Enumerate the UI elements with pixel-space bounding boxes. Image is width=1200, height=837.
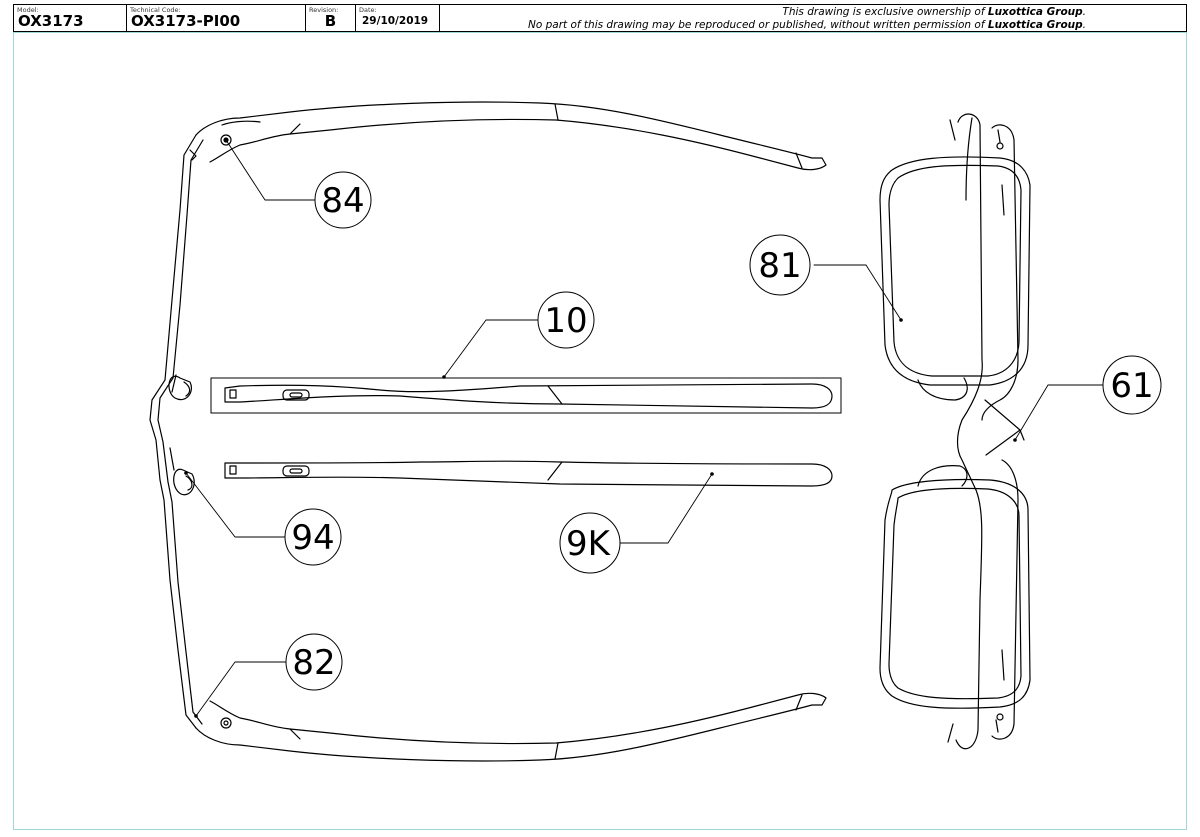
model-label: Model: [17, 6, 39, 14]
part-10-temple-box [210, 377, 842, 414]
callout-94-label: 94 [291, 518, 334, 558]
date-value: 29/10/2019 [362, 15, 429, 27]
callout-10: 10 [537, 291, 595, 349]
part-9k-temple [224, 460, 833, 487]
technical-code-value: OX3173-PI00 [131, 12, 241, 30]
lower-temple [195, 692, 827, 762]
callout-61-label: 61 [1110, 366, 1153, 406]
revision-cell: Revision: B [306, 5, 356, 31]
callout-81-label: 81 [758, 246, 801, 286]
date-cell: Date: 29/10/2019 [356, 5, 440, 31]
front-frame-view [149, 134, 204, 729]
callout-81: 81 [749, 234, 811, 296]
callout-82-label: 82 [292, 643, 335, 683]
ownership-notice-line-2: No part of this drawing may be reproduce… [527, 19, 1086, 31]
ownership-notice: This drawing is exclusive ownership of L… [440, 5, 1186, 31]
callout-94: 94 [284, 508, 342, 566]
technical-code-cell: Technical Code: OX3173-PI00 [127, 5, 306, 31]
upper-temple [189, 101, 827, 171]
callout-82: 82 [285, 633, 343, 691]
side-frame-view [879, 113, 1031, 750]
revision-value: B [324, 12, 337, 30]
callout-84-label: 84 [321, 181, 364, 221]
ownership-notice-line-1: This drawing is exclusive ownership of L… [782, 6, 1086, 18]
callout-10-label: 10 [544, 301, 587, 341]
drawing-frame [13, 32, 1187, 830]
leader-dots [184, 138, 1017, 718]
callout-9k: 9K [559, 512, 621, 574]
callout-61: 61 [1102, 355, 1162, 415]
model-value: OX3173 [18, 12, 84, 30]
technical-code-label: Technical Code: [130, 6, 181, 14]
title-block: Model: OX3173 Technical Code: OX3173-PI0… [13, 4, 1187, 32]
callout-9k-label: 9K [566, 524, 612, 564]
model-cell: Model: OX3173 [14, 5, 127, 31]
date-label: Date: [359, 6, 377, 14]
revision-label: Revision: [309, 6, 339, 14]
callout-84: 84 [314, 171, 372, 229]
leader-lines [185, 139, 1104, 717]
